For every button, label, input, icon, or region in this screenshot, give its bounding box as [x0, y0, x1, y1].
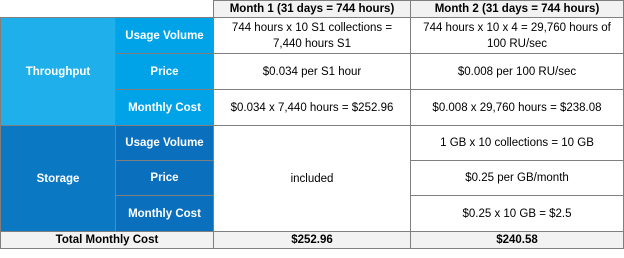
storage-m1-included: included: [213, 125, 411, 232]
throughput-usage-row: Throughput Usage Volume 744 hours x 10 S…: [0, 17, 624, 126]
month1-header: Month 1 (31 days = 744 hours): [213, 0, 411, 18]
throughput-cost-row: Monthly Cost $0.034 x 7,440 hours = $252…: [1, 89, 624, 126]
throughput-monthly-cost-label: Monthly Cost: [115, 89, 214, 126]
header-blank-cell: [0, 0, 214, 18]
storage-monthly-cost-label: Monthly Cost: [115, 195, 214, 232]
throughput-m1-usage-line2: 7,440 hours S1: [272, 37, 351, 50]
throughput-price-row: Price $0.034 per S1 hour $0.008 per 100 …: [1, 53, 624, 90]
throughput-m2-cost: $0.008 x 29,760 hours = $238.08: [410, 89, 624, 126]
throughput-m2-usage-line1: 744 hours x 10 x 4 = 29,760 hours of: [423, 21, 611, 34]
storage-price-label: Price: [115, 160, 214, 196]
throughput-category: Throughput: [0, 17, 116, 126]
storage-usage-row: Storage Usage Volume included 1 GB x 10 …: [0, 125, 624, 232]
throughput-m1-price: $0.034 per S1 hour: [213, 53, 411, 90]
storage-m2-price: $0.25 per GB/month: [410, 160, 624, 196]
header-row: Month 1 (31 days = 744 hours) Month 2 (3…: [0, 0, 624, 18]
throughput-m2-usage: 744 hours x 10 x 4 = 29,760 hours of 100…: [410, 17, 624, 54]
storage-price-row: Price $0.25 per GB/month: [1, 160, 624, 196]
throughput-m1-cost: $0.034 x 7,440 hours = $252.96: [213, 89, 411, 126]
cost-comparison-table: Month 1 (31 days = 744 hours) Month 2 (3…: [0, 0, 624, 249]
storage-cost-row: Monthly Cost $0.25 x 10 GB = $2.5: [1, 195, 624, 232]
total-row: Total Monthly Cost $252.96 $240.58: [0, 231, 624, 249]
total-m2: $240.58: [410, 231, 624, 249]
throughput-m2-price: $0.008 per 100 RU/sec: [410, 53, 624, 90]
throughput-price-label: Price: [115, 53, 214, 90]
total-m1: $252.96: [213, 231, 411, 249]
storage-category: Storage: [0, 125, 116, 232]
storage-m2-usage: 1 GB x 10 collections = 10 GB: [410, 125, 624, 161]
throughput-m1-usage: 744 hours x 10 S1 collections = 7,440 ho…: [213, 17, 411, 54]
month2-header: Month 2 (31 days = 744 hours): [410, 0, 624, 18]
throughput-m1-usage-line1: 744 hours x 10 S1 collections =: [231, 21, 393, 34]
total-label: Total Monthly Cost: [0, 231, 214, 249]
throughput-m2-usage-line2: 100 RU/sec: [486, 37, 548, 50]
storage-m2-cost: $0.25 x 10 GB = $2.5: [410, 195, 624, 232]
throughput-usage-volume-label: Usage Volume: [115, 17, 214, 54]
storage-usage-volume-label: Usage Volume: [115, 125, 214, 161]
